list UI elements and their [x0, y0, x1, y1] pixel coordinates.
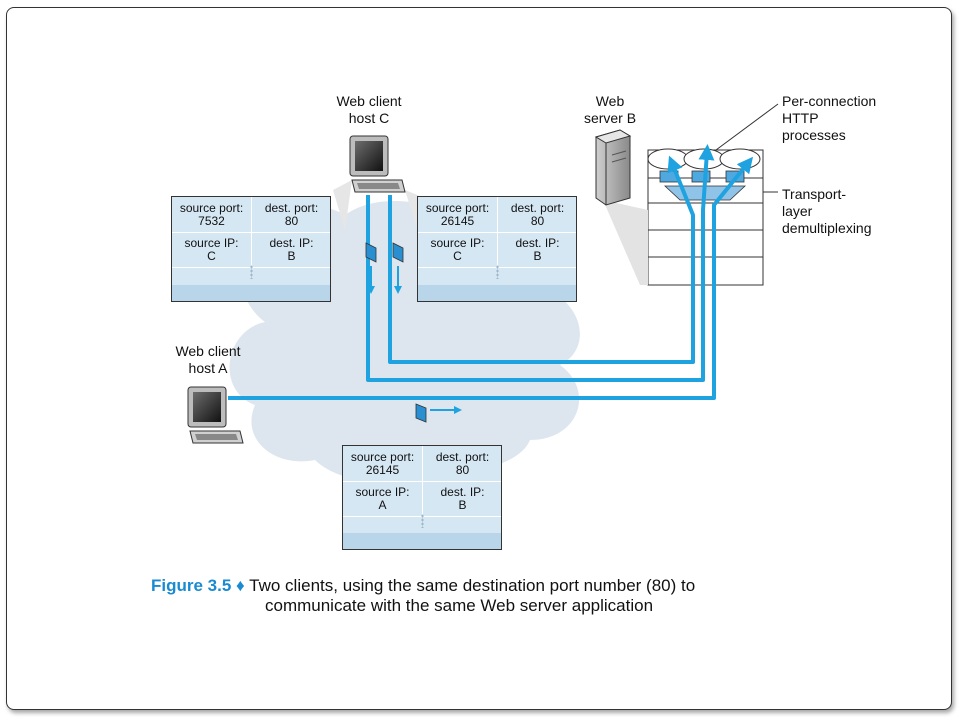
- packet-header-a: source port: 26145 dest. port: 80 source…: [342, 445, 502, 550]
- connection-c2: [366, 144, 715, 382]
- connection-c1: [388, 155, 695, 364]
- figure-number: Figure 3.5: [151, 576, 232, 595]
- caption-line-1: Two clients, using the same destination …: [249, 576, 696, 595]
- caption-line-2: communicate with the same Web server app…: [265, 596, 654, 615]
- host-a-label: Web client host A: [175, 343, 241, 376]
- packet-glyph-c-left: [365, 242, 377, 294]
- source-ip-value: A: [378, 498, 387, 512]
- source-port-value: 26145: [365, 463, 400, 477]
- packet-glyph-a: [415, 403, 462, 423]
- source-port-value: 7532: [198, 214, 225, 228]
- host-c-computer: [349, 135, 406, 193]
- dest-port-value: 80: [284, 214, 299, 228]
- dest-ip-value: B: [458, 498, 467, 512]
- source-ip-value: C: [207, 249, 216, 263]
- http-processes-annotation: Per-connection HTTP processes: [782, 93, 877, 143]
- figure-caption: Figure 3.5 ♦ Two clients, using the same…: [151, 576, 695, 616]
- dest-ip-value: B: [287, 249, 296, 263]
- demux-annotation: Transport- layer demultiplexing: [782, 186, 872, 236]
- packet-header-c-left: source port: 7532 dest. port: 80 source …: [171, 196, 331, 302]
- connection-lines: [228, 144, 754, 400]
- packet-glyph-c-right: [392, 242, 404, 294]
- source-ip-value: C: [453, 249, 462, 263]
- host-a-computer: [187, 386, 244, 444]
- caption-bullet: ♦: [236, 576, 245, 595]
- server-b-tower: [594, 129, 632, 206]
- dest-ip-value: B: [533, 249, 542, 263]
- connection-a: [228, 156, 754, 400]
- dest-port-value: 80: [530, 214, 545, 228]
- packet-header-c-right: source port: 26145 dest. port: 80 source…: [417, 196, 577, 302]
- server-b-label: Web server B: [583, 93, 637, 126]
- source-port-value: 26145: [440, 214, 475, 228]
- server-rack: [647, 148, 764, 286]
- dest-port-value: 80: [455, 463, 470, 477]
- host-c-label: Web client host C: [336, 93, 402, 126]
